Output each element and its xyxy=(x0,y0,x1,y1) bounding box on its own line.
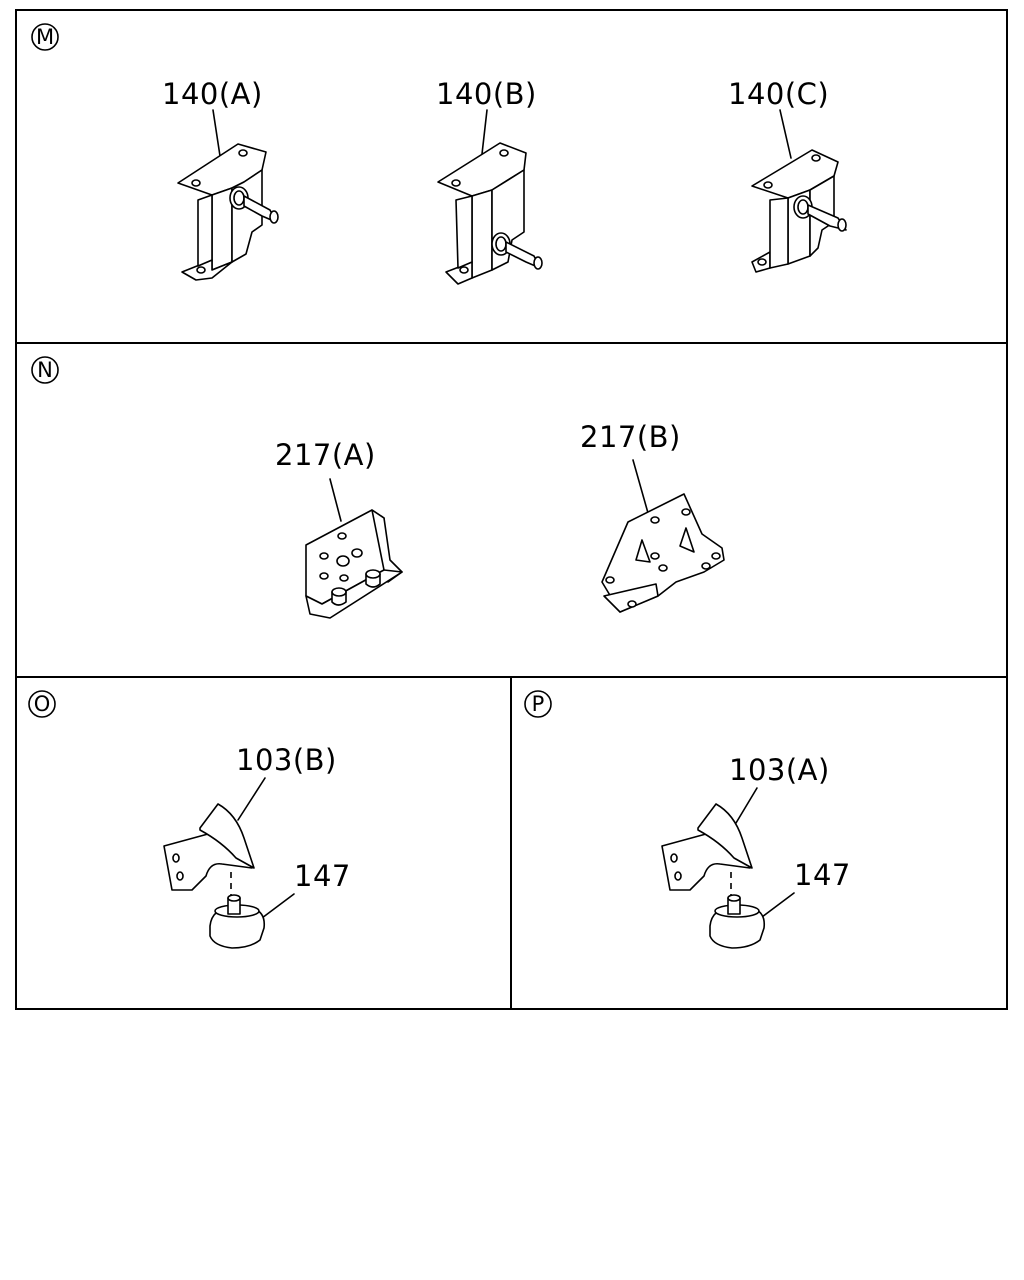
bracket-140b-drawing xyxy=(437,142,543,285)
bracket-217b-drawing xyxy=(601,493,725,613)
bracket-140a-drawing xyxy=(177,143,279,281)
label-147-p: 147 xyxy=(794,858,851,892)
svg-text:P: P xyxy=(532,692,545,716)
part-147-o-drawing xyxy=(209,894,266,949)
bracket-103b-drawing xyxy=(163,803,255,891)
part-147-p-drawing xyxy=(709,894,766,949)
label-217a: 217(A) xyxy=(275,438,376,472)
bracket-140c-drawing xyxy=(751,149,847,273)
svg-text:N: N xyxy=(37,358,53,382)
label-103b: 103(B) xyxy=(236,743,337,777)
bracket-103a-drawing xyxy=(661,803,753,891)
bracket-217a-drawing xyxy=(305,509,403,619)
svg-text:M: M xyxy=(36,25,54,49)
label-103a: 103(A) xyxy=(729,753,830,787)
label-140c: 140(C) xyxy=(728,77,829,111)
panel-letter-o: O xyxy=(28,690,56,718)
svg-text:O: O xyxy=(34,692,51,716)
panel-o-frame xyxy=(15,676,512,1010)
panel-letter-m: M xyxy=(31,23,59,51)
panel-letter-n: N xyxy=(31,356,59,384)
label-147-o: 147 xyxy=(294,859,351,893)
label-140b: 140(B) xyxy=(436,77,537,111)
panel-n-frame xyxy=(15,342,1008,678)
panel-p-frame xyxy=(510,676,1008,1010)
label-140a: 140(A) xyxy=(162,77,263,111)
panel-letter-p: P xyxy=(524,690,552,718)
label-217b: 217(B) xyxy=(580,420,681,454)
